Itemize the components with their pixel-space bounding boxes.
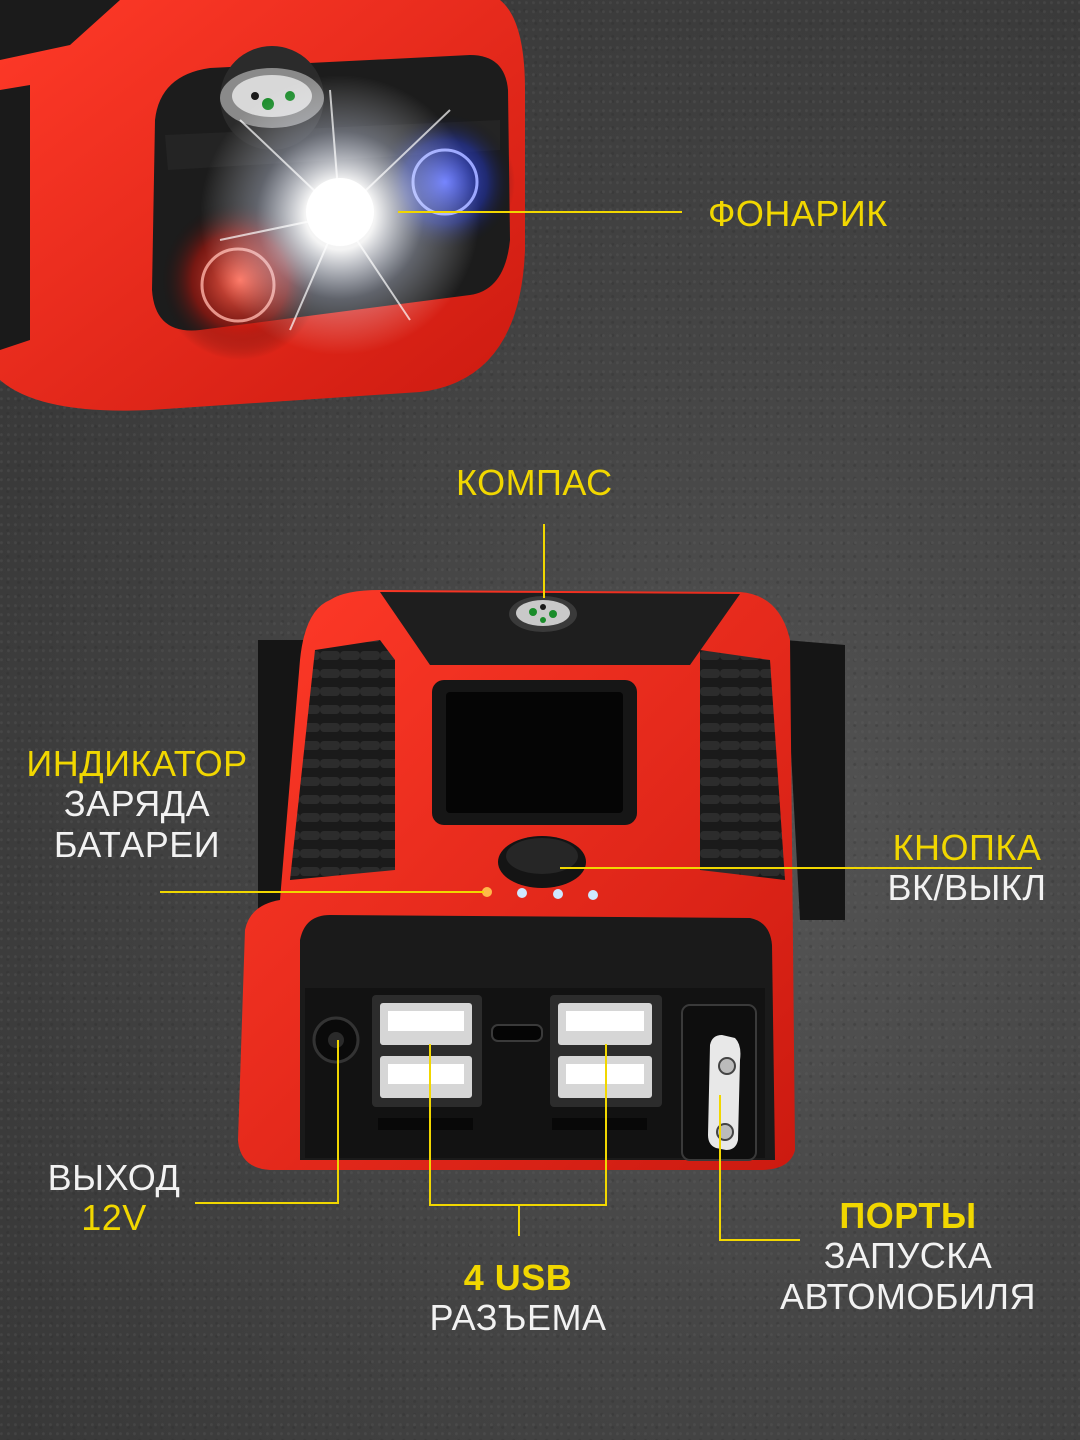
usb-ports-label: 4 USB РАЗЪЕМА: [410, 1257, 626, 1339]
car-icon: [708, 1035, 741, 1150]
flashlight-label: ФОНАРИК: [708, 193, 888, 234]
device-body: [238, 590, 845, 1170]
output-12v-label-line2: 12V: [81, 1197, 147, 1239]
power-button-label: КНОПКА ВК/ВЫКЛ: [870, 827, 1064, 909]
jump-ports-label: ПОРТЫ ЗАПУСКА АВТОМОБИЛЯ: [758, 1195, 1058, 1317]
battery-indicator-label: ИНДИКАТОР ЗАРЯДА БАТАРЕИ: [8, 743, 266, 865]
jump-ports-label-line3: АВТОМОБИЛЯ: [779, 1275, 1037, 1317]
jump-ports-label-line2: ЗАПУСКА: [823, 1235, 993, 1277]
battery-indicator-label-line1: ИНДИКАТОР: [26, 743, 248, 784]
battery-indicator-label-line3: БАТАРЕИ: [53, 823, 221, 865]
power-button-label-line2: ВК/ВЫКЛ: [887, 867, 1047, 909]
usb-ports-label-line1: 4 USB: [463, 1257, 573, 1298]
jump-ports-label-line1: ПОРТЫ: [839, 1195, 977, 1236]
flashlight-closeup: [0, 0, 525, 411]
output-12v-label-line1: ВЫХОД: [47, 1157, 181, 1198]
leader-lines: [160, 524, 1032, 1241]
compass-icon: [509, 596, 577, 632]
power-button-label-line1: КНОПКА: [892, 827, 1042, 868]
usb-ports-label-line2: РАЗЪЕМА: [429, 1297, 607, 1339]
compass-label: КОМПАС: [456, 462, 613, 503]
battery-indicator-label-line2: ЗАРЯДА: [63, 783, 211, 825]
output-12v-label: ВЫХОД 12V: [36, 1157, 192, 1239]
